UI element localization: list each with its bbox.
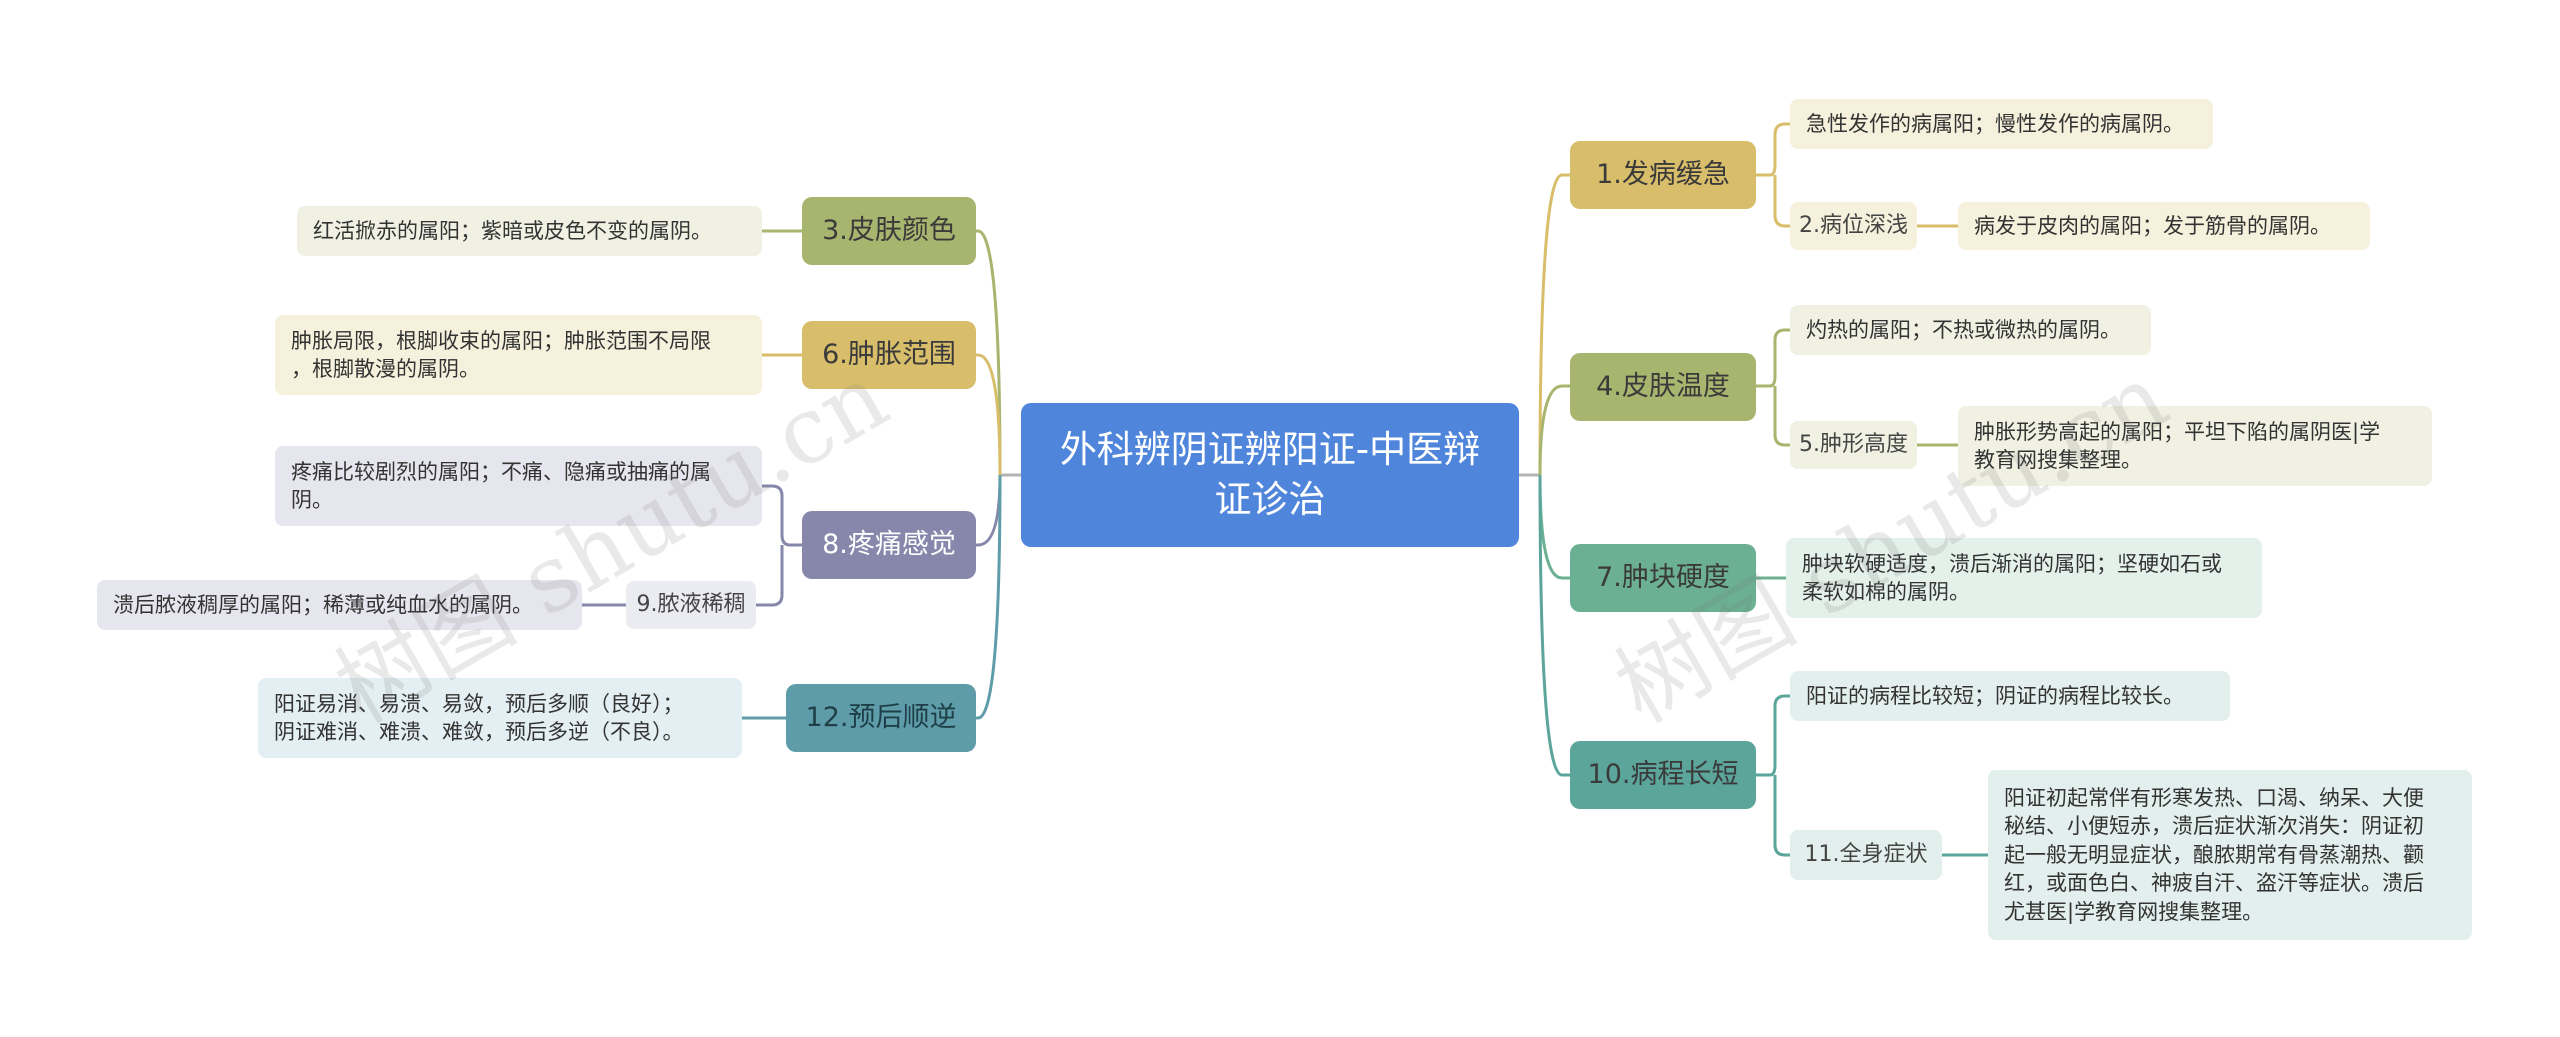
- leaf-lesion-depth[interactable]: 病发于皮肉的属阳；发于筋骨的属阴。: [1958, 202, 2370, 250]
- leaf-line: 起一般无明显症状，酿脓期常有骨蒸潮热、颧: [2004, 842, 2424, 867]
- branch-skin-temperature[interactable]: 4.皮肤温度: [1570, 353, 1756, 421]
- leaf-swelling-range[interactable]: 肿胀局限，根脚收束的属阳；肿胀范围不局限 ，根脚散漫的属阴。: [275, 315, 762, 395]
- leaf-line: 柔软如棉的属阴。: [1802, 580, 1970, 604]
- leaf-skin-color[interactable]: 红活掀赤的属阳；紫暗或皮色不变的属阴。: [297, 206, 762, 256]
- leaf-swelling-height[interactable]: 肿胀形势高起的属阳；平坦下陷的属阴医|学 教育网搜集整理。: [1958, 406, 2432, 486]
- leaf-line: 肿胀形势高起的属阳；平坦下陷的属阴医|学: [1974, 419, 2381, 444]
- root-topic[interactable]: 外科辨阴证辨阳证-中医辩证诊治: [1021, 403, 1519, 547]
- sub-pus-consistency[interactable]: 9.脓液稀稠: [626, 581, 756, 629]
- branch-onset-speed[interactable]: 1.发病缓急: [1570, 141, 1756, 209]
- sub-lesion-depth[interactable]: 2.病位深浅: [1790, 202, 1917, 250]
- branch-pain-sensation[interactable]: 8.疼痛感觉: [802, 511, 976, 579]
- leaf-prognosis[interactable]: 阳证易消、易溃、易敛，预后多顺（良好）； 阴证难消、难溃、难敛，预后多逆（不良）…: [258, 678, 742, 758]
- branch-prognosis[interactable]: 12.预后顺逆: [786, 684, 976, 752]
- branch-mass-hardness[interactable]: 7.肿块硬度: [1570, 544, 1756, 612]
- leaf-onset-speed[interactable]: 急性发作的病属阳；慢性发作的病属阴。: [1790, 99, 2213, 149]
- leaf-line: 阳证初起常伴有形寒发热、口渴、纳呆、大便: [2004, 786, 2424, 811]
- sub-systemic-symptoms[interactable]: 11.全身症状: [1790, 830, 1942, 880]
- leaf-line: 肿块软硬适度，溃后渐消的属阳；坚硬如石或: [1802, 551, 2222, 576]
- leaf-line: 疼痛比较剧烈的属阳；不痛、隐痛或抽痛的属: [291, 459, 711, 484]
- leaf-line: 尤甚医|学教育网搜集整理。: [2004, 899, 2264, 924]
- leaf-line: 秘结、小便短赤，溃后症状渐次消失：阴证初: [2004, 814, 2424, 839]
- leaf-line: 肿胀局限，根脚收束的属阳；肿胀范围不局限: [291, 328, 711, 353]
- branch-skin-color[interactable]: 3.皮肤颜色: [802, 197, 976, 265]
- leaf-pus-consistency[interactable]: 溃后脓液稠厚的属阳；稀薄或纯血水的属阴。: [97, 580, 582, 630]
- leaf-disease-duration[interactable]: 阳证的病程比较短；阴证的病程比较长。: [1790, 671, 2230, 721]
- leaf-line: ，根脚散漫的属阴。: [291, 357, 480, 381]
- leaf-line: 阳证易消、易溃、易敛，预后多顺（良好）；: [274, 691, 684, 716]
- leaf-line: 教育网搜集整理。: [1974, 448, 2142, 472]
- leaf-systemic-symptoms[interactable]: 阳证初起常伴有形寒发热、口渴、纳呆、大便 秘结、小便短赤，溃后症状渐次消失：阴证…: [1988, 770, 2472, 940]
- leaf-skin-temperature[interactable]: 灼热的属阳；不热或微热的属阴。: [1790, 305, 2151, 355]
- branch-disease-duration[interactable]: 10.病程长短: [1570, 741, 1756, 809]
- branch-swelling-range[interactable]: 6.肿胀范围: [802, 321, 976, 389]
- sub-swelling-height[interactable]: 5.肿形高度: [1790, 421, 1917, 469]
- leaf-mass-hardness[interactable]: 肿块软硬适度，溃后渐消的属阳；坚硬如石或 柔软如棉的属阴。: [1786, 538, 2262, 618]
- leaf-line: 阴证难消、难溃、难敛，预后多逆（不良）。: [274, 720, 684, 744]
- leaf-line: 阴。: [291, 488, 333, 512]
- leaf-line: 红，或面色白、神疲自汗、盗汗等症状。溃后: [2004, 871, 2424, 896]
- leaf-pain-sensation[interactable]: 疼痛比较剧烈的属阳；不痛、隐痛或抽痛的属 阴。: [275, 446, 762, 526]
